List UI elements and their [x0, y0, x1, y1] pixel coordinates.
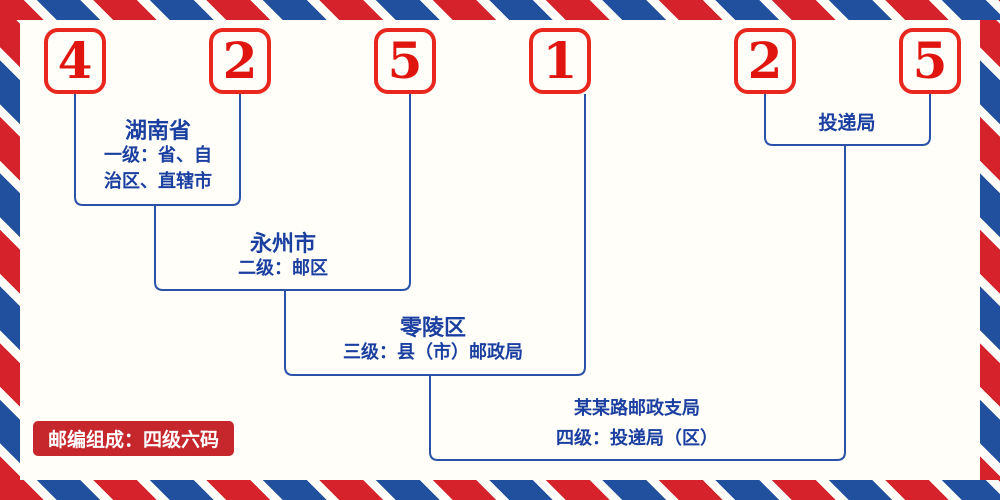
level2-city-name: 永州市 — [245, 226, 321, 258]
digit-box-5: 2 — [734, 28, 796, 94]
postal-digit-3: 5 — [387, 31, 423, 90]
digit-box-1: 4 — [44, 28, 106, 94]
level1-province-name: 湖南省 — [120, 113, 196, 145]
digit-box-2: 2 — [209, 28, 271, 94]
airmail-border-top — [0, 0, 1000, 20]
digit-box-3: 5 — [374, 28, 436, 94]
level2-description: 二级：邮区 — [234, 256, 332, 282]
postal-digit-4: 1 — [542, 31, 578, 90]
level1-description-line2: 治区、直辖市 — [104, 171, 212, 192]
delivery-office-label: 投递局 — [814, 108, 880, 135]
postal-digit-6: 5 — [912, 31, 948, 90]
level3-description: 三级：县（市）邮政局 — [339, 340, 527, 366]
postal-digit-5: 2 — [747, 31, 783, 90]
airmail-border-left — [0, 0, 20, 500]
digit-box-6: 5 — [899, 28, 961, 94]
level4-branch-name: 某某路邮政支局 — [570, 396, 704, 422]
postal-digit-1: 4 — [57, 31, 93, 90]
composition-badge: 邮编组成：四级六码 — [33, 421, 235, 456]
postal-digit-2: 2 — [222, 31, 258, 90]
airmail-border-right — [980, 0, 1000, 500]
level4-description: 四级：投递局（区） — [552, 426, 722, 452]
level1-description-line1: 一级：省、自 — [104, 145, 212, 166]
digit-box-4: 1 — [529, 28, 591, 94]
level1-description: 一级：省、自 治区、直辖市 — [100, 143, 216, 195]
airmail-border-bottom — [0, 480, 1000, 500]
composition-badge-text: 邮编组成：四级六码 — [48, 429, 220, 451]
level3-district-name: 零陵区 — [395, 310, 471, 342]
